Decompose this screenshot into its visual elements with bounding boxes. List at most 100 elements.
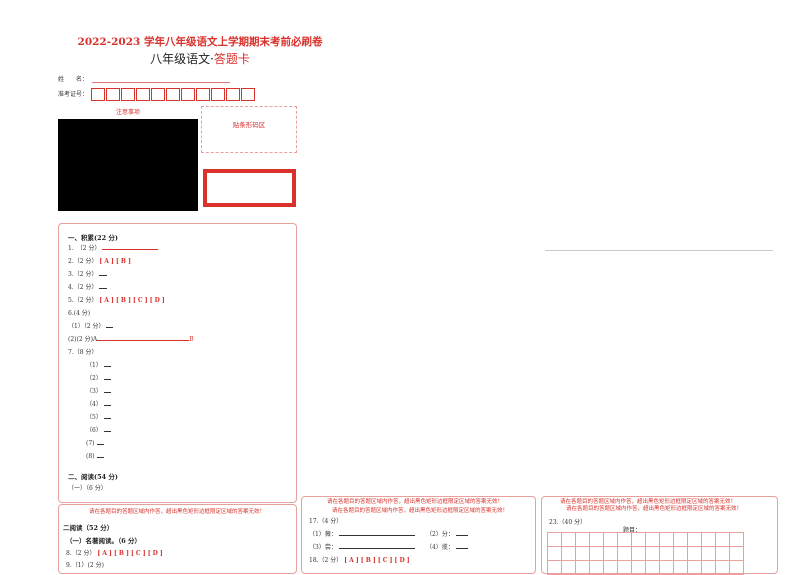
id-digit-box[interactable] — [241, 88, 255, 101]
id-digit-box[interactable] — [211, 88, 225, 101]
q7-item: (8) — [86, 451, 104, 460]
q7-item-label: （5） — [86, 414, 102, 421]
q5-options[interactable]: [ A ] [ B ] [ C ] [ D ] — [99, 297, 165, 304]
q1-answer-line[interactable] — [102, 243, 159, 250]
grid-cell[interactable] — [729, 546, 744, 561]
grid-cell[interactable] — [729, 532, 744, 547]
grid-cell[interactable] — [617, 546, 632, 561]
grid-cell[interactable] — [589, 560, 604, 575]
q7-item-answer-line[interactable] — [96, 451, 104, 458]
grid-cell[interactable] — [547, 532, 562, 547]
q7-item-answer-line[interactable] — [103, 412, 111, 419]
name-label: 姓 名： — [58, 76, 89, 83]
q7-item-label: （6） — [86, 427, 102, 434]
grid-cell[interactable] — [715, 532, 730, 547]
grid-cell[interactable] — [561, 560, 576, 575]
grid-cell[interactable] — [603, 560, 618, 575]
id-digit-box[interactable] — [226, 88, 240, 101]
q6: 6.(4 分) — [68, 310, 91, 317]
q17-4-answer-line[interactable] — [455, 542, 468, 549]
q7-item-answer-line[interactable] — [103, 425, 111, 432]
q4-answer-line[interactable] — [99, 282, 108, 289]
q5: 5.（2 分） [ A ] [ B ] [ C ] [ D ] — [68, 295, 165, 304]
q17-1: （1）薇： — [309, 529, 415, 538]
q7-item-answer-line[interactable] — [103, 360, 111, 367]
q17-2-answer-line[interactable] — [455, 529, 468, 536]
grid-cell[interactable] — [659, 532, 674, 547]
absent-mark-box[interactable] — [203, 169, 296, 207]
grid-cell[interactable] — [575, 532, 590, 547]
q17-3-label: （3）尝： — [309, 544, 337, 551]
boundary-warning-mid-top: 请在各题目的答题区域内作答，超出黑色矩形边框限定区域的答案无效！ — [327, 499, 504, 505]
grid-cell[interactable] — [687, 546, 702, 561]
grid-cell[interactable] — [617, 560, 632, 575]
q18-options[interactable]: [ A ] [ B ] [ C ] [ D ] — [344, 557, 410, 564]
q17-1-label: （1）薇： — [309, 531, 337, 538]
q3-answer-line[interactable] — [99, 269, 108, 276]
grid-cell[interactable] — [575, 560, 590, 575]
q7-item-answer-line[interactable] — [103, 386, 111, 393]
q7-item-answer-line[interactable] — [103, 373, 111, 380]
name-field[interactable] — [92, 74, 230, 83]
grid-cell[interactable] — [645, 546, 660, 561]
grid-cell[interactable] — [589, 532, 604, 547]
grid-cell[interactable] — [603, 546, 618, 561]
q9: 9.（1）(2 分) — [66, 562, 104, 569]
grid-cell[interactable] — [673, 546, 688, 561]
id-label: 准考证号： — [58, 91, 89, 98]
grid-cell[interactable] — [631, 546, 646, 561]
grid-cell[interactable] — [561, 546, 576, 561]
answer-panel-classical: 请在各题目的答题区域内作答，超出黑色矩形边框限定区域的答案无效！ 请在各题目的答… — [301, 496, 536, 574]
q17-1-answer-line[interactable] — [338, 529, 415, 536]
id-digit-box[interactable] — [136, 88, 150, 101]
grid-cell[interactable] — [715, 546, 730, 561]
q6-2-a-line[interactable] — [97, 334, 190, 341]
grid-cell[interactable] — [575, 546, 590, 561]
q2-options[interactable]: [ A ] [ B ] — [99, 258, 131, 265]
grid-cell[interactable] — [715, 560, 730, 575]
grid-cell[interactable] — [701, 560, 716, 575]
q17-3-answer-line[interactable] — [338, 542, 415, 549]
grid-cell[interactable] — [645, 560, 660, 575]
q7-item: （2） — [86, 373, 111, 382]
subtitle-accent: 答题卡 — [213, 52, 250, 66]
id-digit-box[interactable] — [91, 88, 105, 101]
grid-cell[interactable] — [673, 560, 688, 575]
grid-cell[interactable] — [631, 560, 646, 575]
grid-cell[interactable] — [701, 532, 716, 547]
grid-cell[interactable] — [589, 546, 604, 561]
answer-panel-composition: 请在各题目的答题区域内作答，超出黑色矩形边框限定区域的答案无效！ 请在各题目的答… — [541, 496, 778, 575]
id-digit-box[interactable] — [106, 88, 120, 101]
grid-cell[interactable] — [729, 560, 744, 575]
q4-label: 4.（2 分） — [68, 284, 98, 291]
grid-cell[interactable] — [687, 560, 702, 575]
grid-cell[interactable] — [561, 532, 576, 547]
grid-cell[interactable] — [701, 546, 716, 561]
q17: 17.（4 分） — [309, 518, 343, 525]
grid-cell[interactable] — [659, 546, 674, 561]
id-digit-box[interactable] — [196, 88, 210, 101]
q7-item-label: （3） — [86, 388, 102, 395]
grid-cell[interactable] — [631, 532, 646, 547]
boundary-warning-left: 请在各题目的答题区域内作答，超出黑色矩形边框限定区域的答案无效！ — [89, 509, 266, 515]
grid-cell[interactable] — [547, 546, 562, 561]
q7-item-answer-line[interactable] — [103, 399, 111, 406]
grid-cell[interactable] — [687, 532, 702, 547]
id-digit-box[interactable] — [181, 88, 195, 101]
grid-cell[interactable] — [617, 532, 632, 547]
id-digit-box[interactable] — [166, 88, 180, 101]
id-number-boxes[interactable] — [91, 88, 256, 101]
id-digit-box[interactable] — [151, 88, 165, 101]
grid-cell[interactable] — [659, 560, 674, 575]
q3: 3.（2 分） — [68, 269, 108, 278]
grid-cell[interactable] — [645, 532, 660, 547]
grid-cell[interactable] — [603, 532, 618, 547]
q6-1-answer-line[interactable] — [106, 321, 114, 328]
id-digit-box[interactable] — [121, 88, 135, 101]
q7-item-answer-line[interactable] — [96, 438, 104, 445]
grid-cell[interactable] — [673, 532, 688, 547]
composition-grid[interactable] — [547, 532, 744, 575]
grid-cell[interactable] — [547, 560, 562, 575]
q8-options[interactable]: [ A ] [ B ] [ C ] [ D ] — [97, 550, 163, 557]
q8: 8.（2 分） [ A ] [ B ] [ C ] [ D ] — [66, 548, 163, 557]
